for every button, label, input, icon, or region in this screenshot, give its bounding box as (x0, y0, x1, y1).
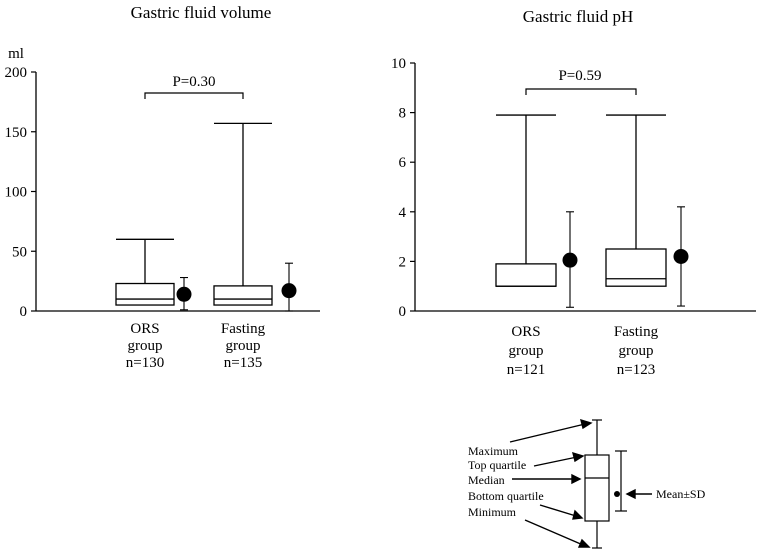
chart1-plot: 050100150200ORSgroupn=130Fastinggroupn=1… (5, 65, 320, 371)
chart2-y-tick-label: 8 (399, 106, 407, 122)
chart1-box (115, 282, 175, 306)
legend-arrow-maximum (509, 423, 586, 443)
chart1-y-tick-label: 100 (5, 185, 28, 201)
chart1-y-tick-label: 150 (5, 125, 28, 141)
legend-label-maximum: Maximum (468, 444, 519, 458)
chart1-mean-dot (281, 283, 297, 299)
chart2-comparison-bracket (525, 88, 637, 95)
chart2-group-label: n=121 (507, 362, 545, 378)
chart1-title: Gastric fluid volume (131, 3, 272, 22)
chart2-y-tick-label: 4 (399, 205, 407, 221)
chart1-comparison-bracket (144, 92, 244, 99)
legend-arrowhead-median (571, 473, 582, 485)
chart1-y-label: ml (8, 46, 24, 62)
chart2-y-tick-label: 0 (399, 304, 407, 320)
legend-arrows (509, 418, 652, 548)
chart1-group-label: n=135 (224, 355, 262, 371)
legend-arrow-bottom-quartile (539, 504, 577, 517)
chart2-group-label: Fasting (614, 324, 659, 340)
chart2-pvalue: P=0.59 (558, 68, 601, 84)
chart1-mean-dot (176, 286, 192, 302)
legend-label-minimum: Minimum (468, 505, 517, 519)
chart2-group-label: n=123 (617, 362, 655, 378)
chart1-group-label: group (128, 338, 163, 354)
legend-arrowhead-maximum (580, 418, 593, 430)
chart2-box (495, 263, 557, 287)
chart2-mean-dot (562, 252, 578, 268)
legend-label-median: Median (468, 473, 505, 487)
legend-mean-dot (614, 491, 620, 497)
chart1-pvalue: P=0.30 (172, 74, 215, 90)
chart2-title: Gastric fluid pH (523, 7, 633, 26)
chart2-mean-dot (673, 248, 689, 264)
chart2-y-tick-label: 2 (399, 254, 407, 270)
legend-diagram: Maximum Top quartile Median Bottom quart… (468, 418, 706, 549)
chart1-y-tick-label: 50 (12, 244, 27, 260)
chart1-y-tick-label: 0 (20, 304, 28, 320)
chart1-y-tick-label: 200 (5, 65, 28, 81)
chart1-group-label: group (226, 338, 261, 354)
chart1-group-label: ORS (130, 321, 159, 337)
legend-box (584, 454, 610, 522)
legend-arrow-top-quartile (533, 456, 578, 467)
chart1-group-label: n=130 (126, 355, 164, 371)
legend-arrowhead-top-quartile (572, 451, 585, 463)
legend-label-top-quartile: Top quartile (468, 458, 526, 472)
chart2-group-label: group (509, 343, 544, 359)
legend-arrow-minimum (524, 519, 584, 546)
legend-arrowhead-bottom-quartile (572, 509, 584, 520)
chart2-group-label: group (619, 343, 654, 359)
chart2-box (605, 248, 667, 287)
legend-label-bottom-quartile: Bottom quartile (468, 489, 544, 503)
chart1-group-label: Fasting (221, 321, 266, 337)
legend-arrowhead-mean (625, 488, 636, 500)
chart2-group-label: ORS (511, 324, 540, 340)
chart1-box (213, 285, 273, 306)
chart2-y-tick-label: 10 (391, 56, 406, 72)
legend-label-mean-sd: Mean±SD (656, 487, 706, 501)
legend-arrowhead-minimum (577, 538, 591, 548)
chart2-y-tick-label: 6 (399, 155, 407, 171)
